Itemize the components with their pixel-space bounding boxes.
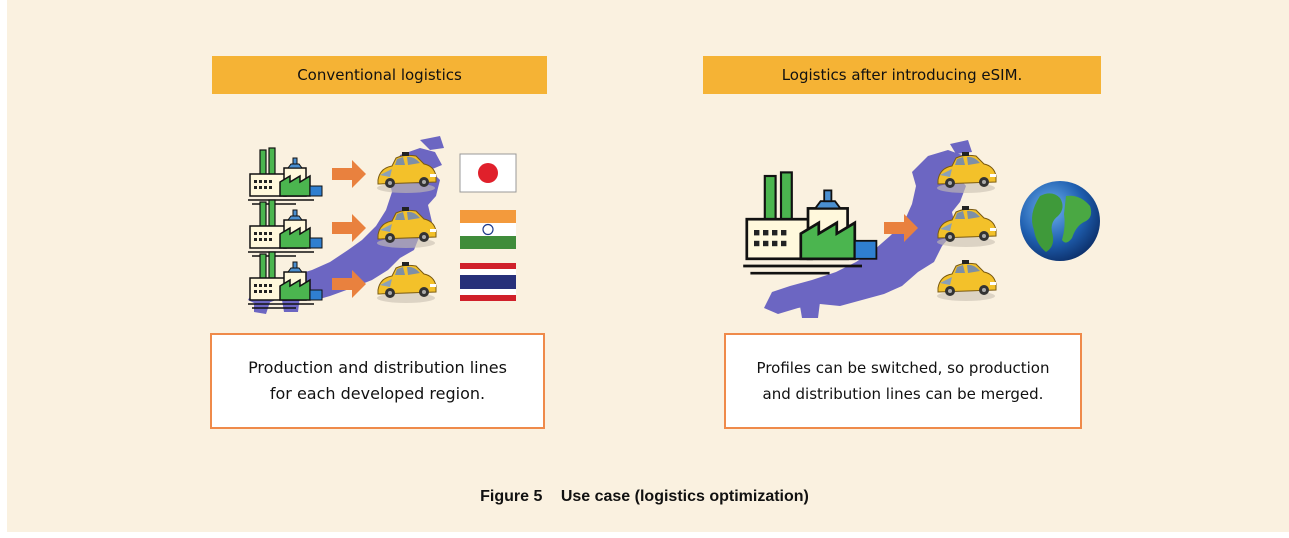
taxi-icon [936,259,997,302]
figure-title: Use case (logistics optimization) [560,488,809,505]
figure-number: Figure 5 [480,488,543,505]
left-description-box: Production and distribution lines for ea… [210,333,545,429]
right-panel-header: Logistics after introducing eSIM. [703,56,1101,94]
left-description-text: Production and distribution lines for ea… [248,358,507,403]
figure-caption: Figure 5 Use case (logistics optimizatio… [0,488,1289,506]
right-panel-header-label: Logistics after introducing eSIM. [781,66,1023,84]
left-panel-header-label: Conventional logistics [297,66,462,84]
right-description-box: Profiles can be switched, so production … [724,333,1082,429]
globe-icon [1020,181,1100,261]
right-description-text: Profiles can be switched, so production … [756,359,1050,403]
flag-india-icon [460,210,516,249]
japan-map [764,150,968,314]
left-panel-header: Conventional logistics [212,56,547,94]
flag-thailand-icon [460,263,516,301]
factory-icon [741,171,878,275]
flag-japan-icon [459,153,517,193]
